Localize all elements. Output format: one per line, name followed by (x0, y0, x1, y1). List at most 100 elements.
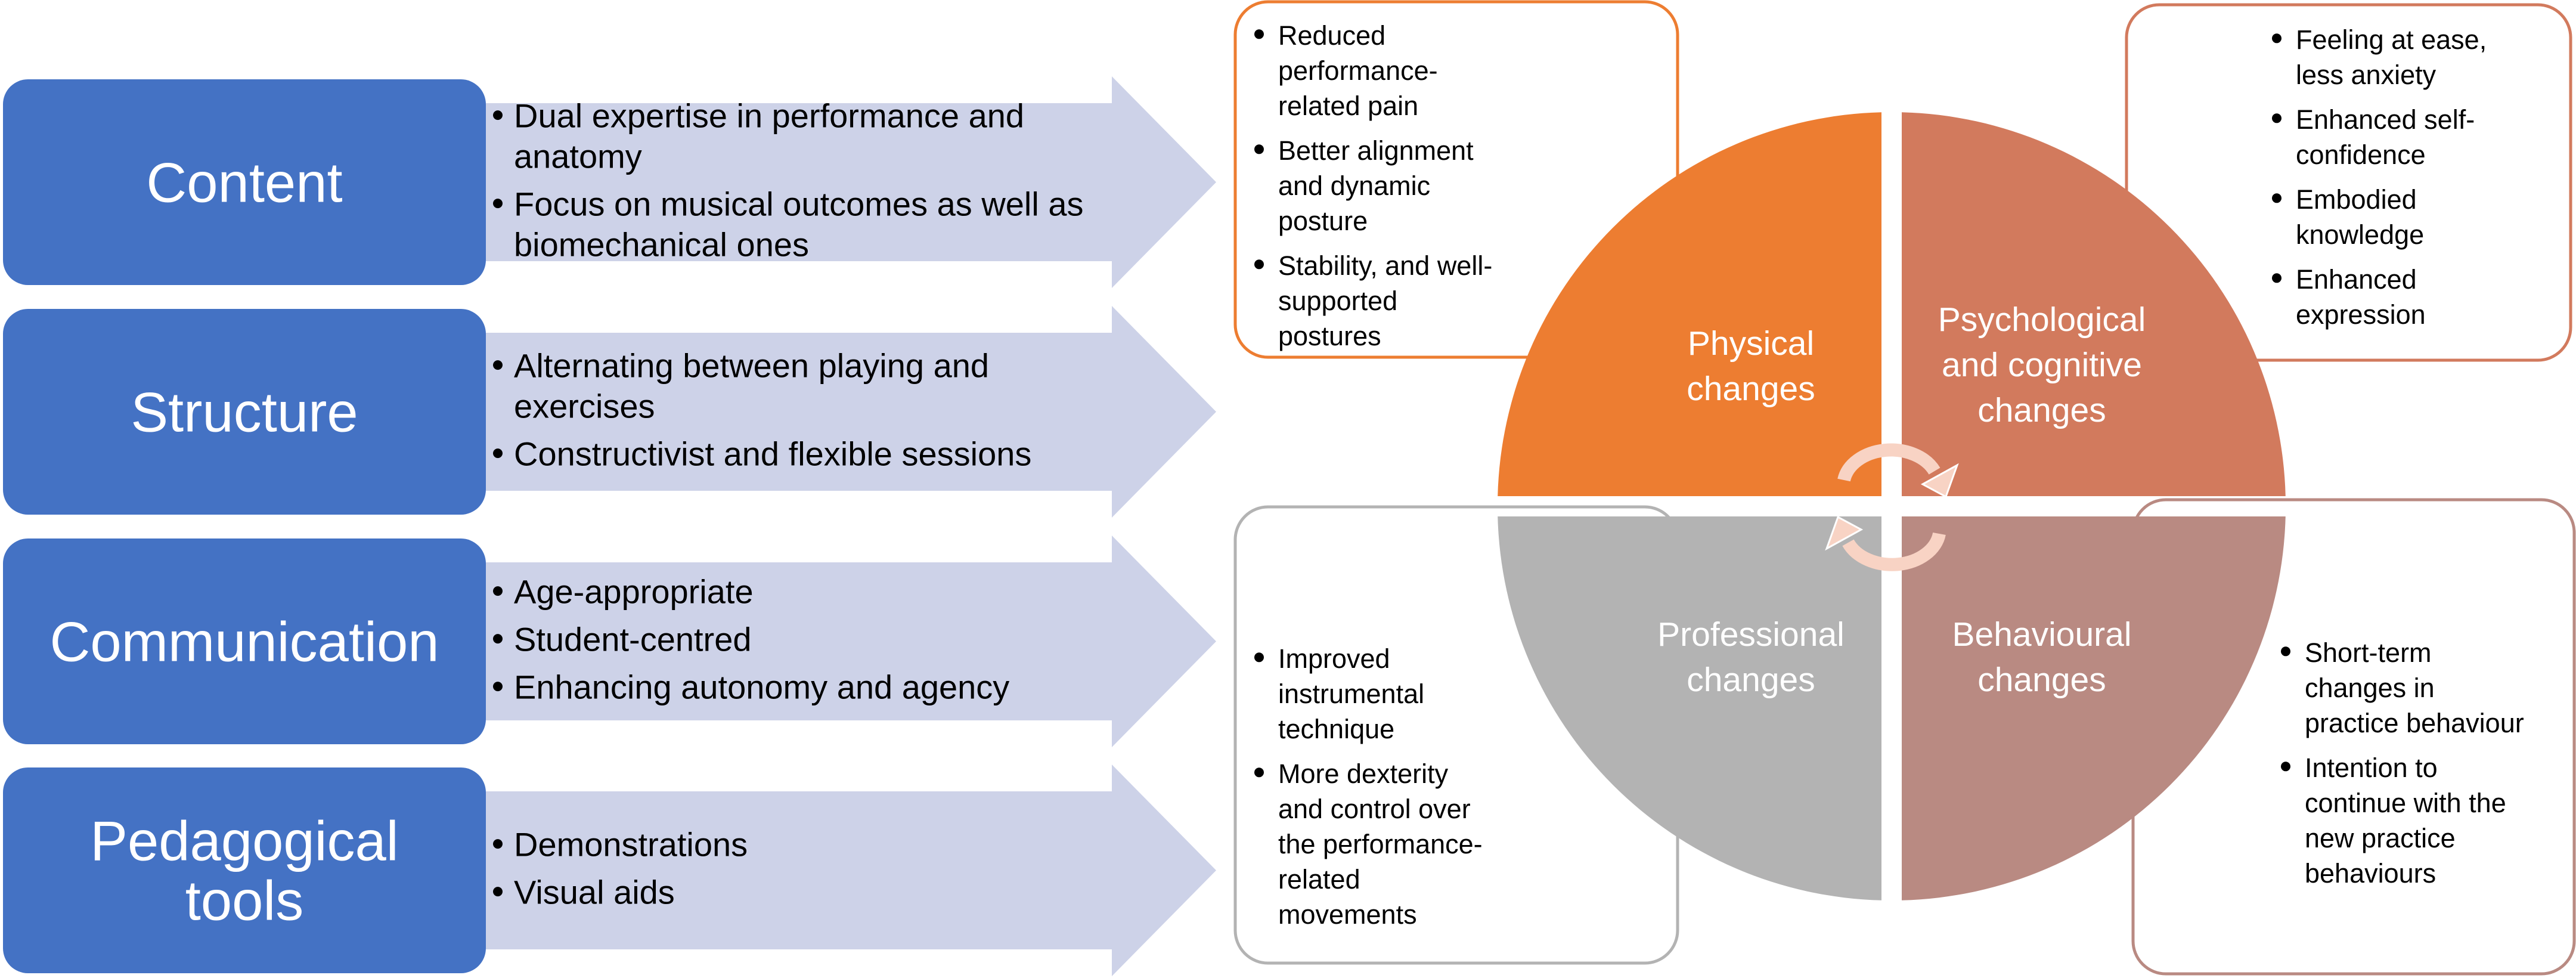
outcome-bullet-text: instrumental (1278, 679, 1424, 709)
psychological-quadrant-label: Psychological and cognitive changes (1938, 301, 2146, 429)
behavioural-quadrant-label: Behavioural changes (1952, 615, 2131, 699)
outcome-bullet-dot (2272, 113, 2281, 123)
row-arrow (471, 536, 1216, 747)
outcome-bullet-text: Improved (1278, 643, 1390, 674)
outcome-bullet-dot (2272, 193, 2281, 203)
outcome-bullet-text: Enhanced self- (2296, 104, 2475, 135)
pedagogy-row: Content Dual expertise in performance and… (3, 76, 1216, 288)
outcome-bullet-text: Embodied (2296, 184, 2417, 215)
outcome-bullet-text: postures (1278, 321, 1381, 351)
row-bullet-dot (493, 887, 503, 897)
professional-quadrant-label: Professional changes (1657, 615, 1845, 699)
outcome-bullet-text: posture (1278, 206, 1368, 236)
outcome-bullet-text: practice behaviour (2305, 708, 2524, 738)
outcome-bullet-dot (1254, 29, 1264, 39)
row-bullet-text: Constructivist and flexible sessions (514, 435, 1031, 473)
cycle-arrow-icon (1837, 443, 1959, 499)
row-title-block (3, 309, 486, 515)
outcome-bullet-text: knowledge (2296, 219, 2424, 250)
professional-quadrant (1498, 516, 1881, 900)
row-bullet-text: Demonstrations (514, 826, 748, 864)
outcome-bullet-text: expression (2296, 299, 2426, 330)
physical-quadrant-label: Physical changes (1687, 324, 1815, 408)
quadrant-label-line: Behavioural (1952, 615, 2131, 654)
outcome-bullet-text: confidence (2296, 140, 2426, 170)
behavioural-quadrant (1902, 516, 2286, 900)
outcome-bullet-text: movements (1278, 899, 1417, 930)
row-title-block (3, 767, 486, 973)
outcome-bullet-text: related (1278, 864, 1360, 895)
outcome-bullet-dot (2281, 646, 2290, 657)
quadrant-label-line: and cognitive (1942, 346, 2142, 384)
psychological-quadrant (1902, 112, 2286, 497)
row-bullet-text: anatomy (514, 138, 642, 175)
row-bullet-dot (493, 448, 503, 459)
outcome-bullet-text: new practice (2305, 823, 2456, 853)
row-bullet-dot (493, 360, 503, 370)
row-title: Pedagogical (90, 810, 398, 872)
row-bullet-dot (493, 634, 503, 644)
pedagogy-row: Communication Age-appropriateStudent-cent… (3, 536, 1216, 747)
outcome-bullet-text: changes in (2305, 673, 2435, 703)
outcome-bullet-text: and control over (1278, 794, 1471, 824)
outcome-bullet-text: Short-term (2305, 637, 2432, 668)
row-title: Communication (49, 611, 439, 673)
outcome-bullet-dot (1254, 767, 1264, 778)
row-bullet-text: Dual expertise in performance and (514, 97, 1024, 135)
cycle-arrow-icon-head (1920, 463, 1959, 499)
outcome-bullet-text: less anxiety (2296, 60, 2436, 90)
row-title: Content (146, 151, 342, 214)
quadrant-label-line: changes (1687, 370, 1815, 408)
outcome-bullet-text: and dynamic (1278, 171, 1430, 201)
physical-quadrant (1498, 112, 1881, 497)
row-title: tools (185, 869, 304, 932)
outcome-bullet-text: Enhanced (2296, 264, 2417, 295)
row-bullet-dot (493, 839, 503, 849)
row-title: Structure (131, 381, 358, 444)
outcome-bullet-text: Feeling at ease, (2296, 24, 2487, 55)
quadrant-label-line: changes (1977, 661, 2106, 699)
row-bullet-text: Age-appropriate (514, 573, 754, 611)
row-bullet-text: Student-centred (514, 621, 751, 658)
outcome-bullet-text: More dexterity (1278, 759, 1449, 789)
quadrant-label-line: Psychological (1938, 301, 2146, 339)
outcome-bullet-text: continue with the (2305, 788, 2506, 818)
quadrant-label-line: Professional (1657, 615, 1845, 654)
outcome-bullet-dot (2281, 762, 2290, 772)
quadrant-label-line: Physical (1688, 324, 1814, 363)
outcome-bullet-dot (1254, 144, 1264, 154)
row-bullet-text: Enhancing autonomy and agency (514, 668, 1009, 706)
cycle-arrow-icon-head (1825, 515, 1864, 551)
quadrant-label-line: changes (1687, 661, 1815, 699)
outcome-bullet-dot (1254, 259, 1264, 270)
row-bullet-text: biomechanical ones (514, 226, 809, 264)
cycle-arrow-icon-body (1837, 443, 1940, 482)
outcome-bullet-text: technique (1278, 714, 1394, 744)
outcome-bullet-text: the performance- (1278, 829, 1483, 859)
outcome-bullet-text: Intention to (2305, 753, 2438, 783)
outcome-bullet-text: behaviours (2305, 858, 2436, 889)
row-bullet-text: Visual aids (514, 874, 675, 911)
outcome-bullet-dot (2272, 33, 2281, 44)
row-title-block (3, 79, 486, 285)
outcome-box-frame (2125, 3, 2572, 362)
behavioural-outcomes-box: Short-term changes in practice behaviourIn… (2131, 498, 2576, 976)
outcome-bullet-text: Better alignment (1278, 135, 1474, 166)
row-bullet-dot (493, 586, 503, 596)
outcome-bullet-text: related pain (1278, 91, 1418, 121)
row-title-block (3, 538, 486, 744)
row-bullet-dot (493, 110, 503, 120)
row-bullet-text: Focus on musical outcomes as well as (514, 185, 1084, 223)
row-bullet-dot (493, 682, 503, 692)
row-bullet-text: Alternating between playing and (514, 347, 989, 385)
outcome-bullet-dot (2272, 273, 2281, 283)
row-arrow (471, 765, 1216, 976)
outcome-bullet-text: performance- (1278, 55, 1438, 86)
pedagogy-row: Structure Alternating between playing and… (3, 306, 1216, 518)
quadrant-label-line: changes (1977, 391, 2106, 429)
row-bullet-dot (493, 199, 503, 209)
outcome-bullet-text: Reduced (1278, 20, 1385, 51)
